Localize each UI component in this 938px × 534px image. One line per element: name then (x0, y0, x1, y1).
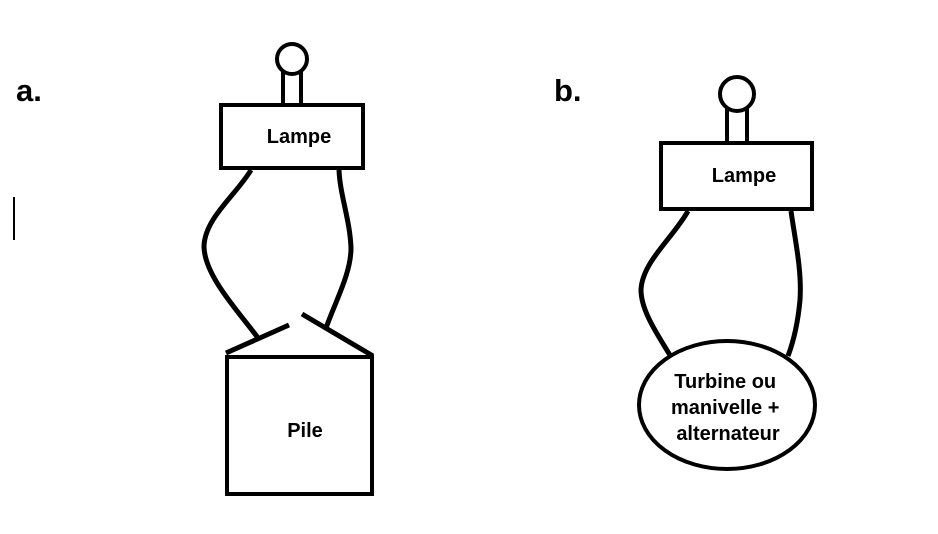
panel-a-battery-terminal-left (224, 322, 291, 356)
panel-b: b. Lampe Turbine ou manivelle + alternat… (554, 73, 817, 471)
panel-a-battery-label: Pile (287, 420, 323, 442)
panel-b-generator-label: Turbine ou manivelle + alternateur (671, 371, 785, 445)
panel-a: a. Lampe Pile (16, 42, 375, 496)
panel-b-bulb-icon (718, 75, 756, 146)
panel-a-lamp: Lampe (219, 103, 365, 170)
panel-a-wire-left (201, 168, 261, 340)
panel-b-wire-left (638, 209, 691, 359)
panel-b-label: b. (554, 73, 582, 108)
panel-b-lamp-label: Lampe (712, 165, 776, 187)
panel-a-label: a. (16, 73, 42, 108)
panel-a-bulb-icon (275, 42, 309, 108)
panel-b-generator-label-line-3: alternateur (676, 423, 780, 445)
panel-a-battery-terminal-right (300, 311, 375, 359)
panel-b-lamp: Lampe (659, 141, 814, 211)
panel-a-wire-right (323, 169, 354, 329)
panel-b-generator: Turbine ou manivelle + alternateur (637, 339, 817, 471)
panel-b-wire-right (785, 210, 803, 357)
panel-b-generator-label-line-2: manivelle + (671, 397, 779, 419)
panel-b-generator-label-line-1: Turbine ou (674, 371, 776, 393)
panel-a-battery: Pile (224, 311, 375, 496)
panel-a-lamp-label: Lampe (267, 126, 331, 148)
